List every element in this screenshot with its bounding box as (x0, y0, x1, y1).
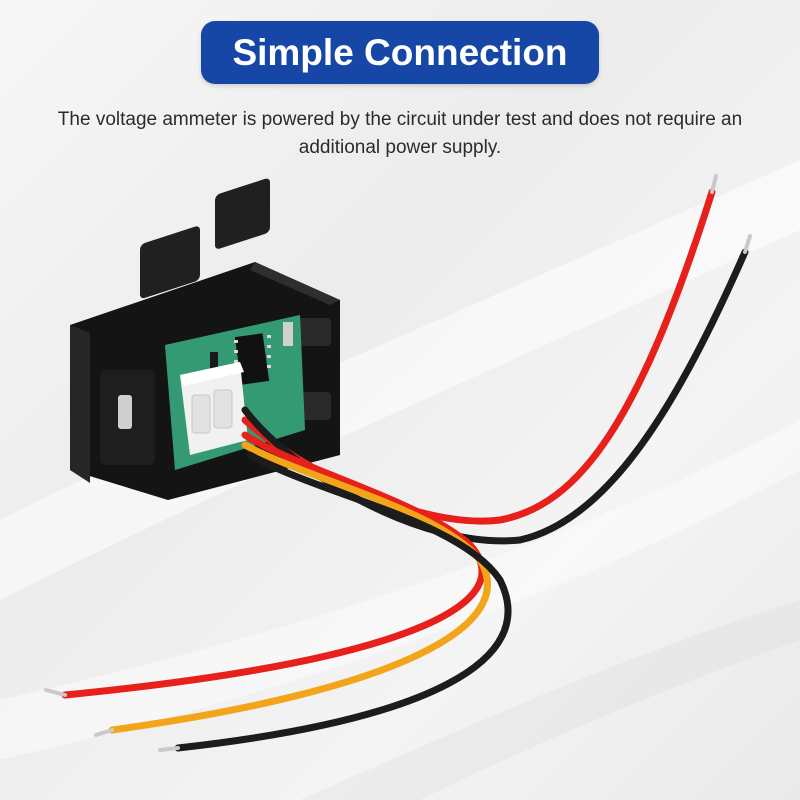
wire-tip (710, 174, 718, 194)
wire-tip (94, 728, 114, 737)
wire-tip (158, 746, 180, 752)
title-badge: Simple Connection (201, 21, 599, 84)
wires (44, 174, 752, 752)
wire-black-lower (174, 451, 512, 752)
wire-tip (44, 688, 67, 697)
page-title: Simple Connection (232, 31, 568, 73)
wire-tip (743, 234, 752, 254)
wire-yellow (108, 441, 491, 734)
subtitle: The voltage ammeter is powered by the ci… (57, 109, 743, 158)
white-connector (180, 362, 248, 455)
